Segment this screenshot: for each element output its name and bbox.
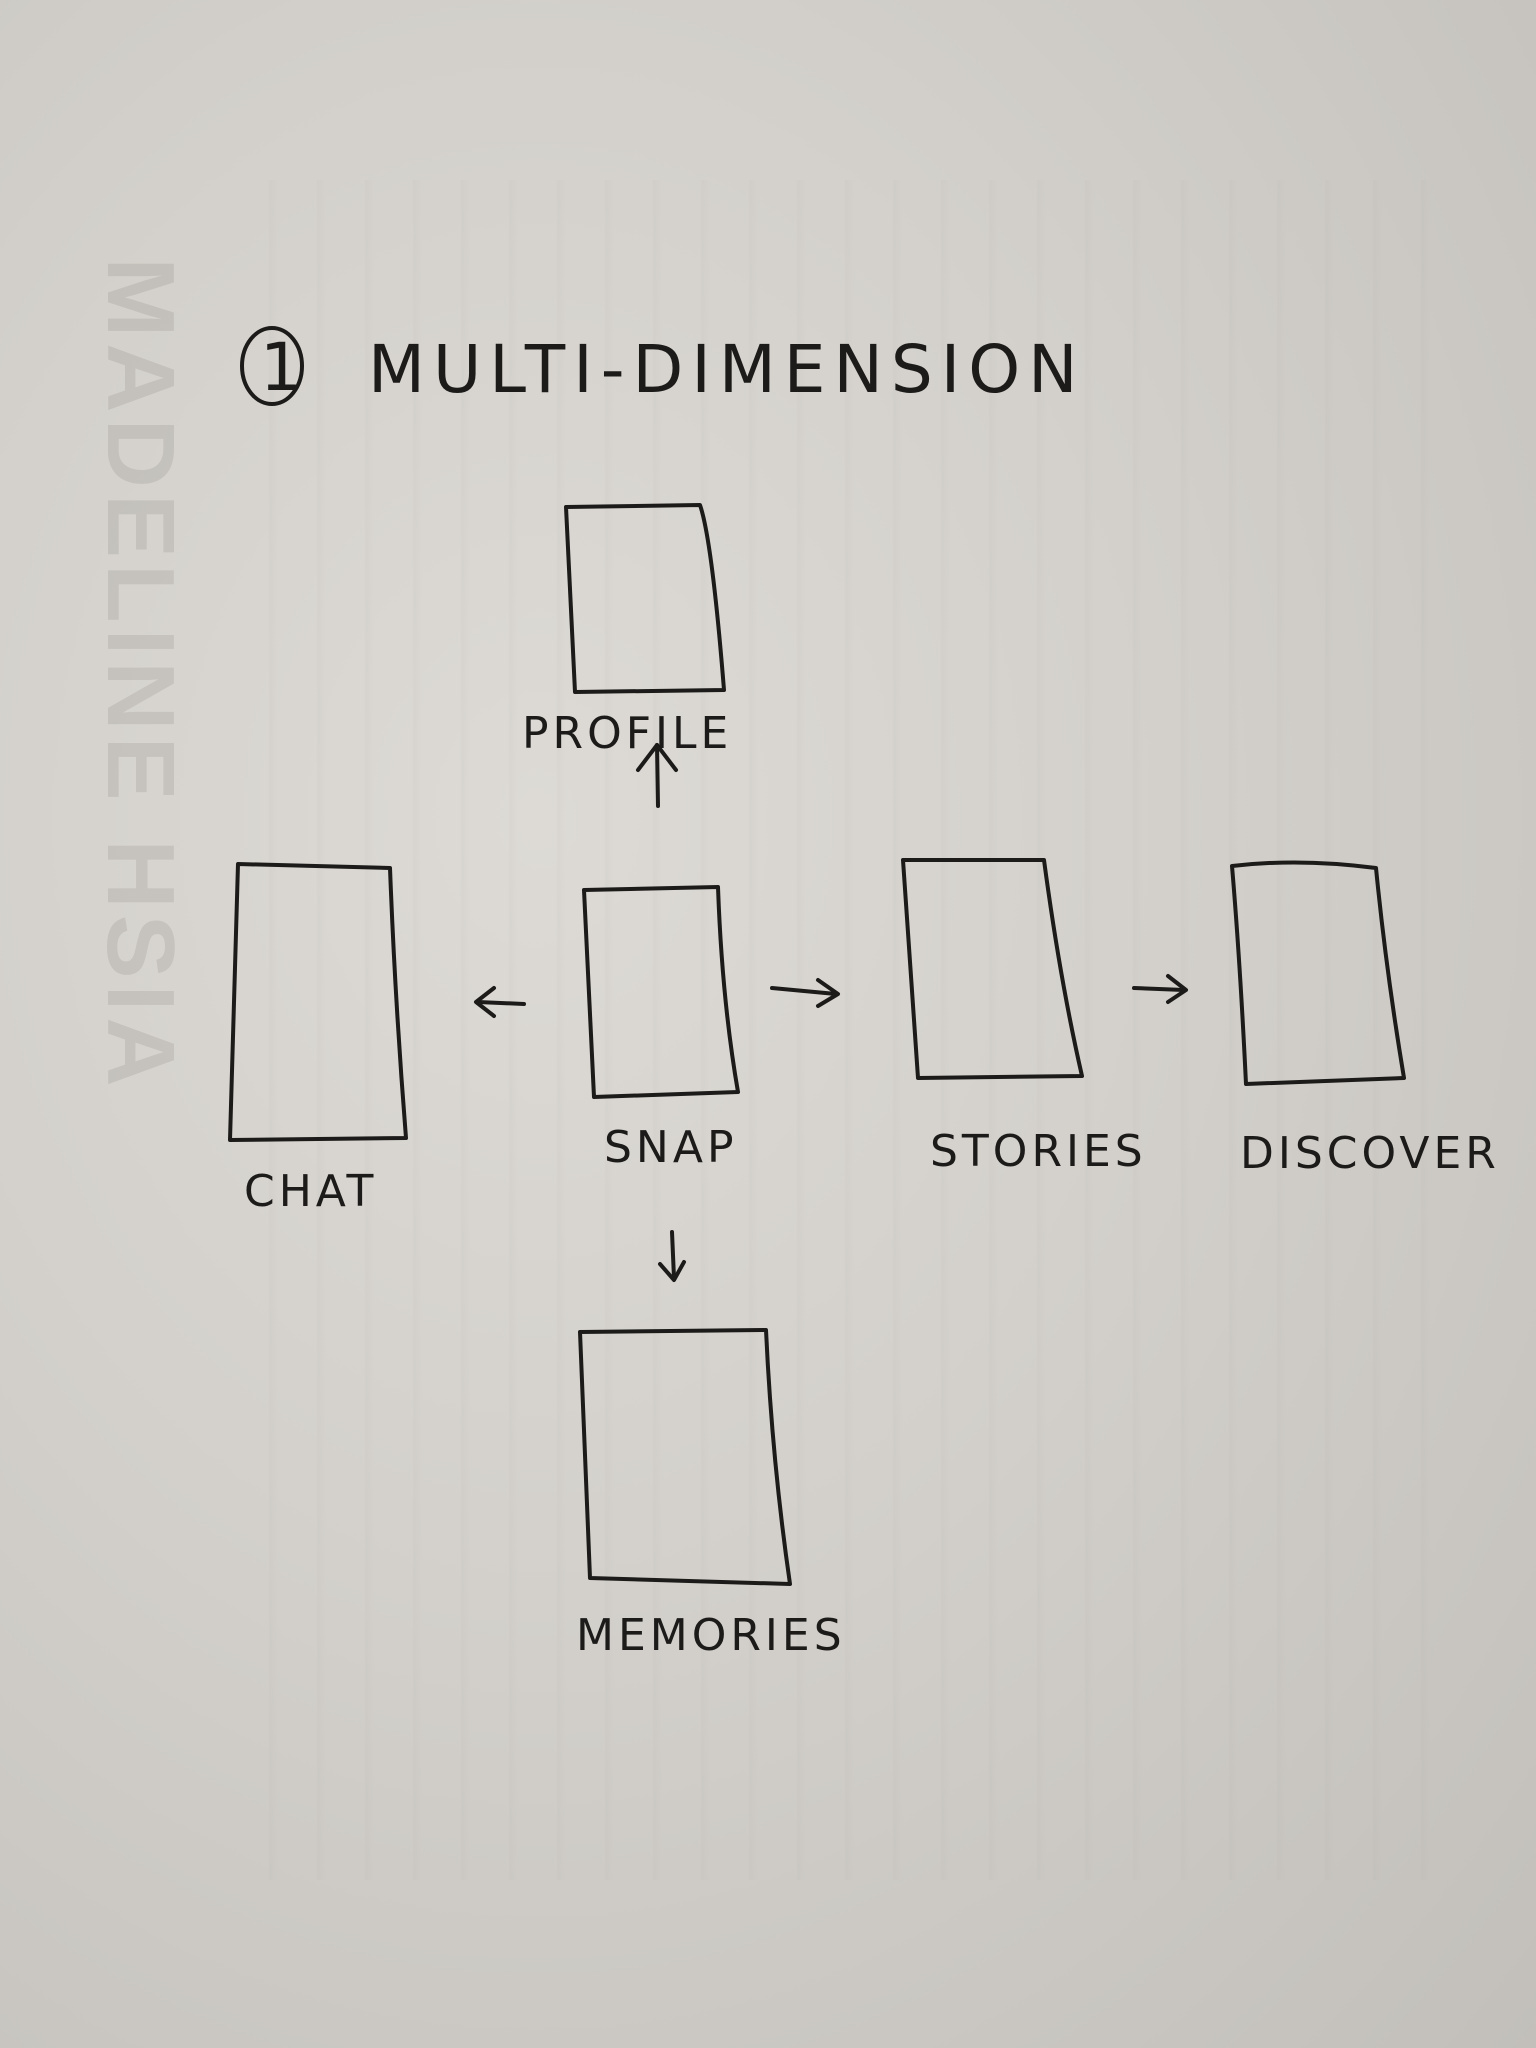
snap-screen: SNAP (582, 885, 740, 1173)
stories-phone-frame (901, 858, 1084, 1080)
profile-phone-frame (564, 503, 726, 694)
memories-label: MEMORIES (576, 1610, 846, 1661)
arrow-down-head (658, 1260, 686, 1282)
arrow-left (474, 986, 526, 1018)
title-number-circle (240, 326, 304, 406)
arrow-down (658, 1230, 686, 1282)
arrow-right-discover-head (1166, 974, 1188, 1004)
stories-label: STORIES (930, 1126, 1147, 1177)
arrow-up-head (636, 743, 678, 772)
chat-label: CHAT (244, 1166, 377, 1217)
stories-screen: STORIES (901, 858, 1147, 1177)
discover-phone-frame (1230, 860, 1406, 1086)
profile-label: PROFILE (522, 708, 732, 759)
title-group: 1 MULTI-DIMENSION (240, 326, 1086, 408)
memories-screen: MEMORIES (576, 1328, 846, 1661)
snap-phone-frame (582, 885, 740, 1099)
title-number: 1 (260, 329, 310, 406)
discover-label: DISCOVER (1240, 1128, 1500, 1179)
profile-screen: PROFILE (522, 503, 732, 759)
arrow-right-discover-shaft (1132, 986, 1186, 992)
arrow-up (636, 743, 678, 808)
discover-screen: DISCOVER (1230, 860, 1500, 1179)
arrow-right-stories (770, 978, 840, 1008)
bleed-through-lines (230, 180, 1430, 1880)
chat-phone-frame (228, 862, 408, 1142)
arrow-right-discover (1132, 974, 1188, 1004)
arrow-right-stories-head (816, 978, 840, 1008)
arrow-right-stories-shaft (770, 986, 838, 996)
page-title: MULTI-DIMENSION (368, 331, 1086, 408)
chat-screen: CHAT (228, 862, 408, 1217)
arrow-left-head (474, 986, 496, 1018)
arrow-down-shaft (670, 1230, 676, 1280)
memories-phone-frame (578, 1328, 792, 1586)
snap-label: SNAP (604, 1122, 737, 1173)
arrow-up-shaft (655, 743, 660, 808)
arrow-left-shaft (476, 1000, 526, 1006)
